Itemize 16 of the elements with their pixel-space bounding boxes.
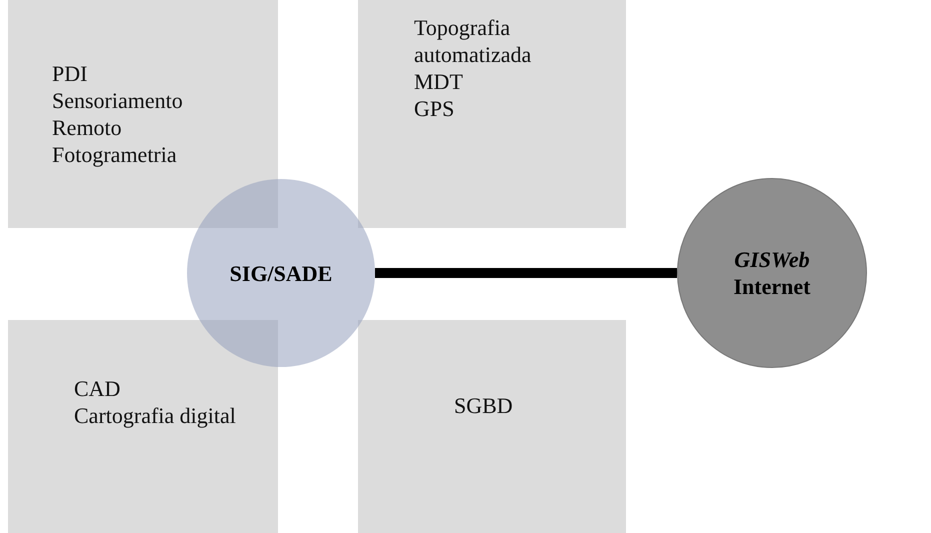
connector-line	[375, 268, 677, 278]
node-label: PDI	[52, 60, 88, 87]
node-label: GISWeb Internet	[732, 246, 812, 300]
topic-box	[8, 0, 278, 228]
topic-box	[8, 320, 278, 533]
node-label: MDT	[414, 68, 464, 95]
node-label: SIG/SADE	[230, 260, 332, 286]
node-label: Sensoriamento Remoto	[52, 87, 184, 141]
node-label: CAD	[74, 375, 122, 402]
topic-box	[358, 320, 626, 533]
topic-box	[358, 0, 626, 228]
node-label: Fotogrametria	[52, 141, 178, 168]
node-label: Topografia automatizada	[414, 14, 532, 68]
node-label: Cartografia digital	[74, 402, 237, 429]
node-label: SGBD	[454, 392, 514, 419]
node-label: GPS	[414, 95, 456, 122]
